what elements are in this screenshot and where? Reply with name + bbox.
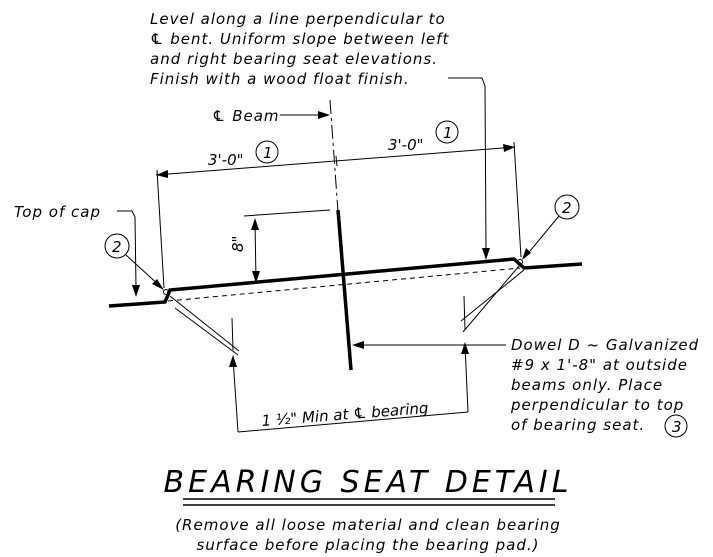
top-of-cap-label: Top of cap <box>14 203 101 221</box>
min-bearing-dimension <box>169 265 525 433</box>
subtitle-line-1: (Remove all loose material and clean bea… <box>175 516 561 534</box>
cap-top-dashed <box>167 267 521 302</box>
dowel-note-line-4: perpendicular to top <box>510 396 684 414</box>
level-note: Level along a line perpendicular to ℄ be… <box>150 10 450 88</box>
cl-beam-label: ℄ Beam <box>212 107 280 125</box>
callout-1-left: 1 <box>255 140 279 164</box>
top-of-cap-leader <box>117 210 140 297</box>
min-bearing-label: 1 ½" Min at ℄ bearing <box>261 399 429 430</box>
subtitle-line-2: surface before placing the bearing pad.) <box>197 536 540 554</box>
level-note-line-4: Finish with a wood float finish. <box>150 70 410 88</box>
width-dimension <box>155 141 522 289</box>
callout-2-left: 2 <box>104 233 164 290</box>
callout-2-right: 2 <box>522 194 580 260</box>
left-width-label: 3'-0" <box>208 151 244 169</box>
seat-corner-right <box>517 259 523 265</box>
level-note-line-1: Level along a line perpendicular to <box>150 10 446 28</box>
callout-3: 3 <box>664 414 688 438</box>
callout-1-right-text: 1 <box>443 124 453 142</box>
level-note-line-3: and right bearing seat elevations. <box>150 50 438 68</box>
dowel-note-line-5: of bearing seat. <box>511 416 645 434</box>
dowel-note-line-2: #9 x 1'-8" at outside <box>511 356 688 374</box>
seat-corner-left <box>163 289 169 295</box>
dowel-leader <box>352 341 506 349</box>
callout-1-right: 1 <box>435 120 459 144</box>
dowel-note-line-3: beams only. Place <box>511 376 663 394</box>
right-width-label: 3'-0" <box>388 136 424 154</box>
callout-2-left-text: 2 <box>112 238 122 256</box>
callout-1-left-text: 1 <box>263 144 273 162</box>
height-label: 8" <box>229 236 247 252</box>
dowel-note-line-1: Dowel D ~ Galvanized <box>511 336 699 354</box>
cap-top-profile <box>108 257 583 308</box>
height-dimension <box>243 209 331 283</box>
callout-3-text: 3 <box>672 418 682 436</box>
callout-2-right-text: 2 <box>562 199 572 217</box>
level-note-leader <box>448 77 490 260</box>
cl-beam-leader <box>280 111 330 119</box>
detail-title: BEARING SEAT DETAIL <box>164 465 573 500</box>
beam-centerline <box>329 99 339 213</box>
dowel-note: Dowel D ~ Galvanized #9 x 1'-8" at outsi… <box>510 336 699 434</box>
level-note-line-2: ℄ bent. Uniform slope between left <box>150 30 450 48</box>
beam-line <box>336 209 353 371</box>
